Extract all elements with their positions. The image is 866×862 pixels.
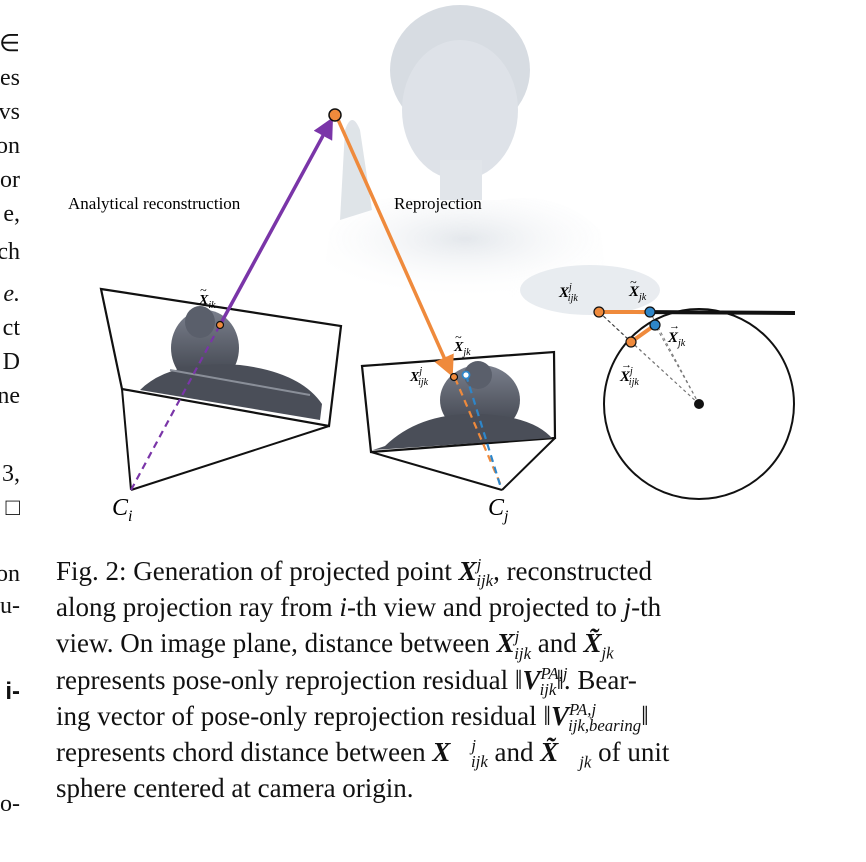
left-fragment: or: [0, 168, 20, 192]
left-fragment: e,: [3, 202, 20, 226]
camera-cj-label: Cj: [488, 495, 509, 525]
left-column-text: ∈ es vs on or e, ch e. ct D ne 3, □ on u…: [0, 0, 22, 862]
left-fragment: e.: [3, 282, 20, 306]
left-fragment: on: [0, 562, 20, 586]
analytical-ray: [220, 121, 331, 325]
figure-caption: Fig. 2: Generation of projected point Xj…: [56, 553, 816, 806]
projected-point-marker: [451, 374, 458, 381]
left-fragment: ne: [0, 384, 20, 408]
x-tilde-jk-right-label: Xjk ~: [453, 330, 471, 358]
background-statue: [320, 5, 660, 315]
svg-text:→: →: [621, 359, 632, 371]
left-observation-marker: [217, 322, 224, 329]
left-fragment: o-: [0, 792, 20, 816]
reprojection-label: Reprojection: [394, 194, 482, 213]
right-camera: [362, 352, 555, 490]
left-camera: [101, 289, 341, 490]
world-point-marker: [329, 109, 341, 121]
caption-line: sphere centered at camera origin.: [56, 770, 816, 806]
left-fragment: D: [3, 350, 20, 374]
svg-text:→: →: [669, 320, 680, 332]
svg-text:~: ~: [455, 330, 462, 344]
camera-ci-label: Ci: [112, 495, 132, 525]
caption-line: represents chord distance between X⃗jijk…: [56, 734, 816, 770]
left-fragment: 3,: [2, 462, 20, 486]
x-tilde-ik-label: Xik ~: [198, 283, 216, 311]
svg-text:Xjk: Xjk: [667, 330, 686, 349]
unit-sphere-diagram: [594, 307, 795, 499]
left-fragment: ∈: [0, 32, 20, 56]
projection-figure: Analytical reconstruction Reprojection X…: [30, 0, 866, 540]
svg-text:~: ~: [200, 283, 207, 297]
sphere-bearing-x-tilde-jk-label: Xjk →: [667, 320, 686, 349]
left-fragment: ct: [3, 316, 20, 340]
left-fragment: es: [0, 66, 20, 90]
left-fragment: on: [0, 134, 20, 158]
caption-line: ing vector of pose-only reprojection res…: [56, 698, 816, 734]
caption-line: view. On image plane, distance between X…: [56, 625, 816, 661]
left-fragment: i-: [5, 680, 20, 704]
left-fragment: u-: [0, 594, 20, 618]
left-fragment: ch: [0, 240, 20, 264]
caption-line: represents pose-only reprojection residu…: [56, 662, 816, 698]
svg-text:~: ~: [630, 275, 637, 289]
caption-line: Fig. 2: Generation of projected point Xj…: [56, 553, 816, 589]
left-fragment: vs: [0, 100, 20, 124]
left-fragment: □: [6, 496, 21, 520]
analytical-reconstruction-label: Analytical reconstruction: [68, 194, 241, 213]
right-observation-marker: [463, 372, 470, 379]
caption-line: along projection ray from i-th view and …: [56, 589, 816, 625]
